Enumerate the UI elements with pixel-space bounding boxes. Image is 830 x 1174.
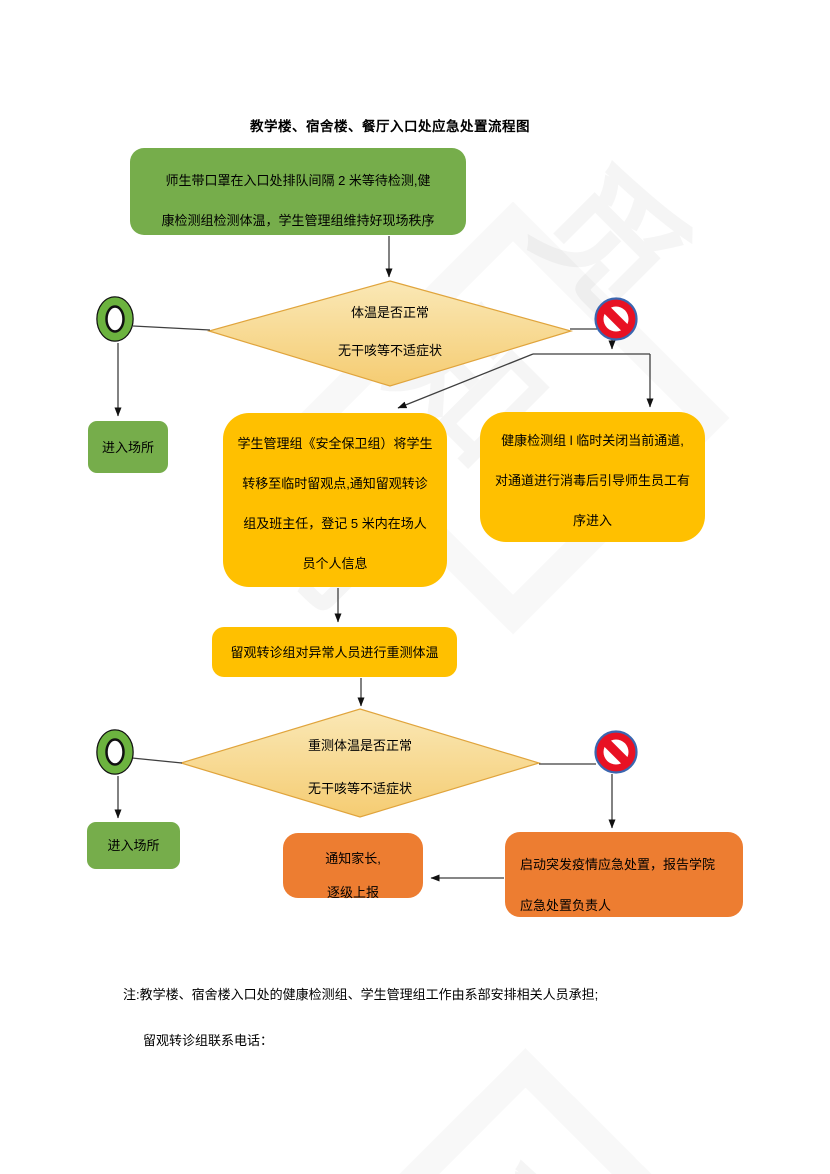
decision2-diamond	[178, 708, 542, 818]
node-transfer: 学生管理组《安全保卫组）将学生 转移至临时留观点,通知留观转诊 组及班主任，登记…	[223, 413, 447, 587]
node-recheck: 留观转诊组对异常人员进行重测体温	[212, 627, 457, 677]
node-transfer-line2: 转移至临时留观点,通知留观转诊	[242, 476, 428, 491]
node-close-channel-line3: 序进入	[572, 513, 612, 528]
no-entry-icon-1	[594, 297, 638, 341]
node-transfer-line4: 员个人信息	[302, 556, 368, 571]
line-ring2-to-decision2	[131, 757, 183, 764]
node-start-line1: 师生带口罩在入口处排队间隔 2 米等待检测,健	[165, 173, 431, 188]
node-start: 师生带口罩在入口处排队间隔 2 米等待检测,健 康检测组检测体温，学生管理组维持…	[130, 148, 466, 235]
no-entry-icon-2	[594, 730, 638, 774]
node-enter-place-2: 进入场所	[87, 822, 180, 869]
page-title: 教学楼、宿舍楼、餐厅入口处应急处置流程图	[250, 119, 530, 134]
decision2-line2: 无干咳等不适症状	[307, 781, 412, 796]
pass-ring-icon-2	[96, 729, 134, 775]
node-activate-emergency-line1: 启动突发疫情应急处置，报告学院	[520, 857, 716, 872]
footnote-line2: 留观转诊组联系电话：	[143, 1033, 274, 1048]
node-transfer-line3: 组及班主任，登记 5 米内在场人	[243, 516, 427, 531]
pass-ring-icon-1	[96, 296, 134, 342]
node-close-channel-line1: 健康检测组 l 临时关闭当前通道,	[501, 433, 684, 448]
decision1-diamond	[206, 280, 574, 387]
node-notify-parents-line2: 逐级上报	[326, 885, 379, 900]
node-notify-parents-line1: 通知家长,	[325, 851, 381, 866]
node-notify-parents: 通知家长, 逐级上报	[283, 833, 423, 900]
node-close-channel: 健康检测组 l 临时关闭当前通道, 对通道进行消毒后引导师生员工有 序进入	[480, 412, 705, 542]
decision1-line1: 体温是否正常	[350, 305, 429, 320]
node-enter-place-1: 进入场所	[88, 421, 168, 473]
decision1-line2: 无干咳等不适症状	[337, 343, 442, 358]
node-activate-emergency-line2: 应急处置负责人	[520, 898, 612, 913]
arrow-branch-to-transfer	[397, 353, 534, 409]
node-transfer-line1: 学生管理组《安全保卫组）将学生	[237, 436, 433, 451]
node-start-line2: 康检测组检测体温，学生管理组维持好现场秩序	[161, 213, 435, 228]
decision2-line1: 重测体温是否正常	[307, 738, 412, 753]
footnote-line1: 注:教学楼、宿舍楼入口处的健康检测组、学生管理组工作由系部安排相关人员承担;	[123, 987, 599, 1002]
line-ring1-to-decision1	[132, 325, 211, 331]
node-close-channel-line2: 对通道进行消毒后引导师生员工有	[494, 473, 690, 488]
node-activate-emergency: 启动突发疫情应急处置，报告学院 应急处置负责人	[505, 832, 743, 917]
